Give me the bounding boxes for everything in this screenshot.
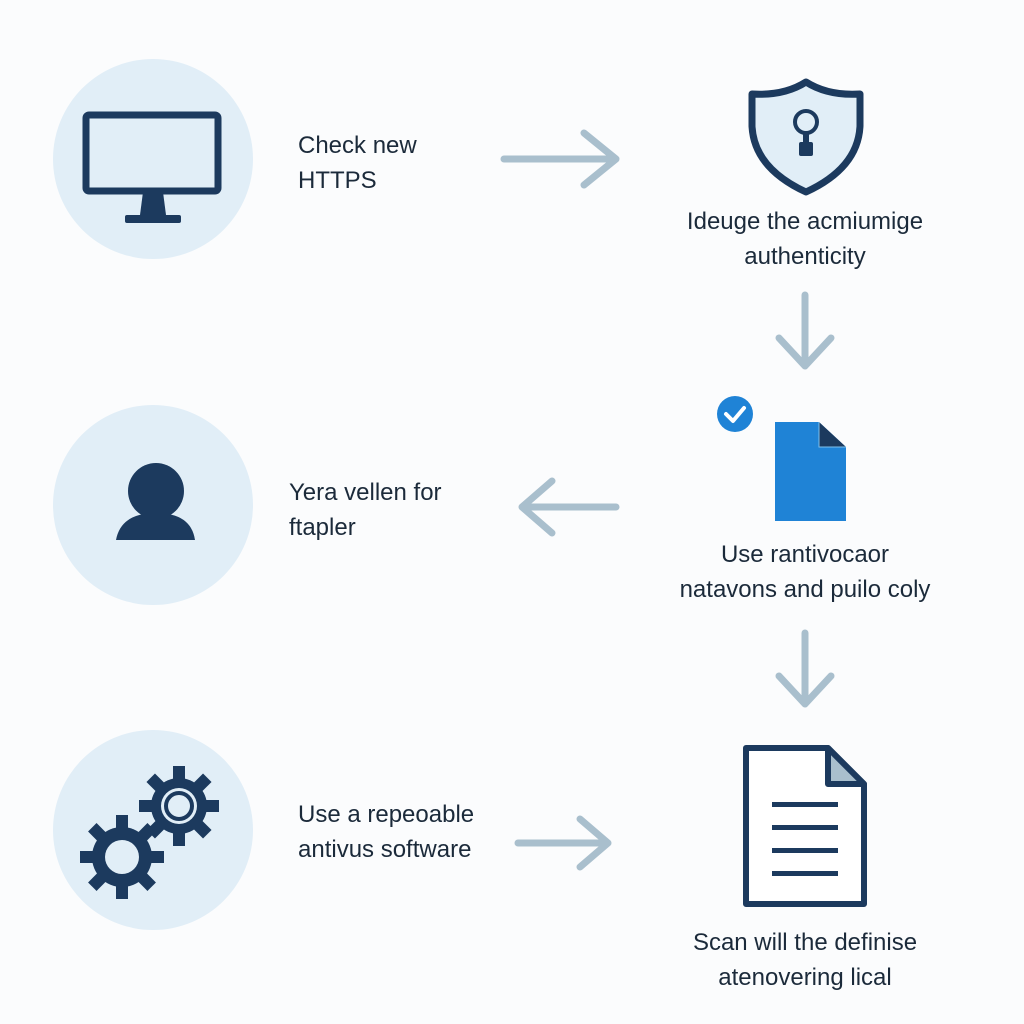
step-check-https-label: Check new HTTPS — [298, 132, 417, 194]
step-navigation-label: Use rantivocaor natavons and puilo coly — [679, 541, 931, 603]
document-lines-icon — [743, 745, 867, 907]
arrow-down-2 — [775, 629, 835, 708]
gears-step-circle — [53, 730, 253, 930]
arrow-right-1 — [500, 129, 620, 189]
step-scan-label: Scan will the definise atenovering lical — [692, 929, 918, 991]
step-user-label: Yera vellen for ftapler — [289, 479, 442, 541]
step-antivirus-label: Use a repeoable antivus software — [298, 801, 475, 863]
shield-lock-icon — [748, 78, 864, 196]
user-step-circle — [53, 405, 253, 605]
arrow-right-2 — [514, 815, 612, 871]
gears-icon — [80, 766, 219, 899]
user-icon — [116, 463, 195, 540]
blue-file-check-icon — [717, 396, 846, 521]
monitor-step-circle — [53, 59, 253, 259]
arrow-down-1 — [775, 291, 835, 370]
arrow-left-1 — [518, 477, 620, 537]
step-authenticity-label: Ideuge the acmiumige authenticity — [686, 208, 924, 270]
monitor-icon — [82, 111, 222, 223]
